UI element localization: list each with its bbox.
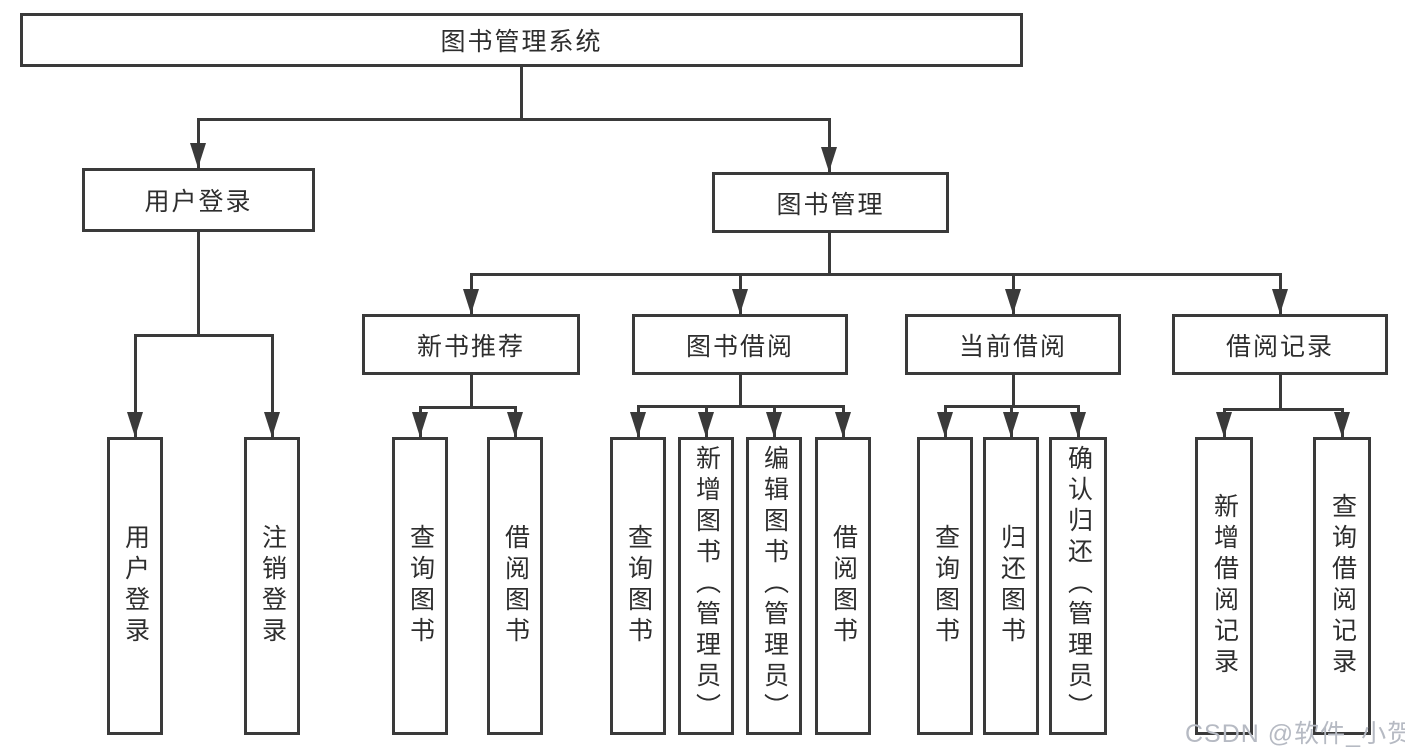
leaf-label: 新增图书（管理员） bbox=[692, 445, 721, 724]
arrowhead-down-icon bbox=[190, 143, 206, 168]
connector-recommend-stub bbox=[470, 375, 473, 406]
node-new-book-recommend-label: 新书推荐 bbox=[416, 332, 525, 361]
arrowhead-down-icon bbox=[1334, 412, 1350, 437]
arrowhead-down-icon bbox=[732, 289, 748, 314]
leaf-edit-books-admin: 编辑图书（管理员） bbox=[746, 437, 802, 735]
leaf-label: 查询图书 bbox=[931, 524, 960, 648]
connector-book-rail bbox=[470, 273, 1281, 276]
leaf-confirm-return-admin: 确认归还（管理员） bbox=[1049, 437, 1107, 735]
node-borrow-record: 借阅记录 bbox=[1172, 314, 1388, 375]
connector-root-to-book bbox=[828, 118, 831, 172]
watermark: CSDN @软件_小贺同学 bbox=[1185, 720, 1405, 747]
connector-recommend-rail bbox=[419, 406, 516, 409]
leaf-query-books-1: 查询图书 bbox=[392, 437, 448, 735]
node-book-management-label: 图书管理 bbox=[776, 190, 885, 219]
arrowhead-down-icon bbox=[937, 412, 953, 437]
arrowhead-down-icon bbox=[507, 412, 523, 437]
leaf-label: 查询图书 bbox=[406, 524, 435, 648]
leaf-label: 用户登录 bbox=[121, 524, 150, 648]
node-user-login-label: 用户登录 bbox=[144, 188, 253, 216]
node-borrow-record-label: 借阅记录 bbox=[1225, 332, 1334, 361]
connector-borrow-stub bbox=[739, 375, 742, 405]
connector-book-stub bbox=[828, 233, 831, 273]
leaf-borrow-books-1: 借阅图书 bbox=[487, 437, 543, 735]
connector-user-rail bbox=[134, 334, 274, 337]
arrowhead-down-icon bbox=[1003, 412, 1019, 437]
arrowhead-down-icon bbox=[127, 412, 143, 437]
connector-root-stub bbox=[520, 67, 523, 118]
leaf-label: 注销登录 bbox=[258, 524, 287, 648]
arrowhead-down-icon bbox=[1005, 289, 1021, 314]
node-user-login: 用户登录 bbox=[82, 168, 315, 232]
leaf-label: 借阅图书 bbox=[501, 524, 530, 648]
arrowhead-down-icon bbox=[1272, 289, 1288, 314]
connector-record-stub bbox=[1279, 375, 1282, 408]
arrowhead-down-icon bbox=[766, 412, 782, 437]
arrowhead-down-icon bbox=[630, 412, 646, 437]
leaf-label: 查询图书 bbox=[624, 524, 653, 648]
connector-current-stub bbox=[1012, 375, 1015, 405]
leaf-logout: 注销登录 bbox=[244, 437, 300, 735]
node-book-borrow: 图书借阅 bbox=[632, 314, 848, 375]
node-current-borrow: 当前借阅 bbox=[905, 314, 1121, 375]
leaf-label: 借阅图书 bbox=[829, 524, 858, 648]
connector-user-stub bbox=[197, 232, 200, 334]
leaf-query-books-3: 查询图书 bbox=[917, 437, 973, 735]
node-current-borrow-label: 当前借阅 bbox=[958, 332, 1067, 361]
leaf-add-books-admin: 新增图书（管理员） bbox=[678, 437, 734, 735]
node-root: 图书管理系统 bbox=[20, 13, 1023, 67]
arrowhead-down-icon bbox=[821, 147, 837, 172]
arrowhead-down-icon bbox=[698, 412, 714, 437]
arrowhead-down-icon bbox=[264, 412, 280, 437]
connector-user-leaf2 bbox=[271, 334, 274, 437]
leaf-label: 查询借阅记录 bbox=[1328, 493, 1357, 679]
connector-user-leaf1 bbox=[134, 334, 137, 437]
leaf-label: 归还图书 bbox=[997, 524, 1026, 648]
node-book-management: 图书管理 bbox=[712, 172, 949, 233]
node-root-label: 图书管理系统 bbox=[440, 28, 603, 56]
node-book-borrow-label: 图书借阅 bbox=[685, 332, 794, 361]
leaf-add-borrow-record: 新增借阅记录 bbox=[1195, 437, 1253, 735]
leaf-label: 编辑图书（管理员） bbox=[760, 445, 789, 724]
connector-root-rail bbox=[197, 118, 831, 121]
arrowhead-down-icon bbox=[463, 289, 479, 314]
node-new-book-recommend: 新书推荐 bbox=[362, 314, 580, 375]
leaf-user-login: 用户登录 bbox=[107, 437, 163, 735]
connector-record-rail bbox=[1223, 408, 1343, 411]
leaf-return-books: 归还图书 bbox=[983, 437, 1039, 735]
leaf-query-borrow-record: 查询借阅记录 bbox=[1313, 437, 1371, 735]
leaf-query-books-2: 查询图书 bbox=[610, 437, 666, 735]
leaf-label: 确认归还（管理员） bbox=[1064, 445, 1093, 724]
arrowhead-down-icon bbox=[1070, 412, 1086, 437]
arrowhead-down-icon bbox=[412, 412, 428, 437]
leaf-borrow-books-2: 借阅图书 bbox=[815, 437, 871, 735]
leaf-label: 新增借阅记录 bbox=[1210, 493, 1239, 679]
connector-borrow-rail bbox=[637, 405, 844, 408]
arrowhead-down-icon bbox=[1216, 412, 1232, 437]
arrowhead-down-icon bbox=[835, 412, 851, 437]
